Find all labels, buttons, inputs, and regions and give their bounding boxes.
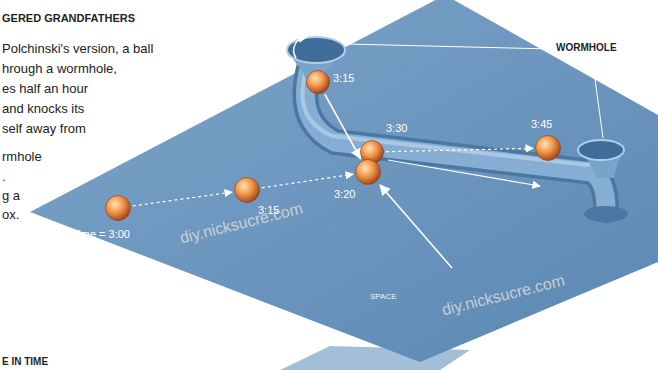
leader-line bbox=[346, 44, 552, 49]
motion-arrow bbox=[380, 185, 452, 268]
sphere bbox=[536, 136, 561, 161]
time-label: Time = 3:00 bbox=[72, 228, 130, 241]
motion-arrow bbox=[388, 160, 540, 186]
ball: 3:20 bbox=[355, 159, 381, 185]
time-label: 3:30 bbox=[386, 122, 407, 135]
heading: E IN TIME bbox=[2, 356, 48, 368]
body-text: es half an hour bbox=[2, 82, 88, 97]
body-text: self away from bbox=[2, 122, 86, 137]
circular-arrow bbox=[294, 36, 308, 58]
wormhole-mouth-rim bbox=[578, 140, 624, 160]
body-text: . bbox=[2, 170, 6, 185]
wormhole-base bbox=[584, 206, 628, 222]
ball: 3:15 bbox=[306, 70, 330, 94]
part-label: WORMHOLE bbox=[556, 42, 617, 54]
ball-shape bbox=[234, 177, 260, 203]
sphere bbox=[106, 196, 131, 221]
body-text: and knocks its bbox=[2, 102, 84, 117]
body-text: ox. bbox=[2, 208, 19, 223]
watermark: diy.nicksucre.com bbox=[440, 272, 567, 320]
ball: 3:15 bbox=[234, 177, 260, 203]
watermark: diy.nicksucre.com bbox=[178, 200, 305, 248]
sphere bbox=[235, 178, 260, 203]
sphere bbox=[356, 160, 381, 185]
wormhole-tube-edge bbox=[305, 58, 606, 210]
ball: 3:45 bbox=[535, 135, 561, 161]
body-text: rmhole bbox=[2, 150, 42, 165]
body-text: hrough a wormhole, bbox=[2, 62, 117, 77]
wormhole-mouth-rim bbox=[287, 37, 345, 63]
heading: GERED GRANDFATHERS bbox=[2, 12, 135, 25]
body-text: Polchinski's version, a ball bbox=[2, 42, 153, 57]
time-label: 3:15 bbox=[258, 204, 279, 217]
sphere bbox=[307, 71, 330, 94]
ball-shape bbox=[306, 70, 330, 94]
wormhole-tube-shine bbox=[302, 70, 588, 165]
wormhole-tube bbox=[305, 58, 606, 210]
motion-path bbox=[325, 94, 361, 159]
motion-path bbox=[262, 174, 353, 188]
time-label: 3:15 bbox=[333, 72, 354, 85]
leader-line bbox=[592, 57, 603, 138]
axis-label: SPACE bbox=[370, 292, 397, 301]
ball-shape bbox=[355, 159, 381, 185]
ball-shape bbox=[105, 195, 131, 221]
time-label: 3:20 bbox=[334, 188, 355, 201]
time-label: 3:45 bbox=[531, 118, 552, 131]
motion-path bbox=[386, 148, 533, 151]
motion-path bbox=[133, 192, 232, 206]
ball: Time = 3:00 bbox=[105, 195, 131, 221]
ball-shape bbox=[535, 135, 561, 161]
body-text: g a bbox=[2, 189, 20, 204]
